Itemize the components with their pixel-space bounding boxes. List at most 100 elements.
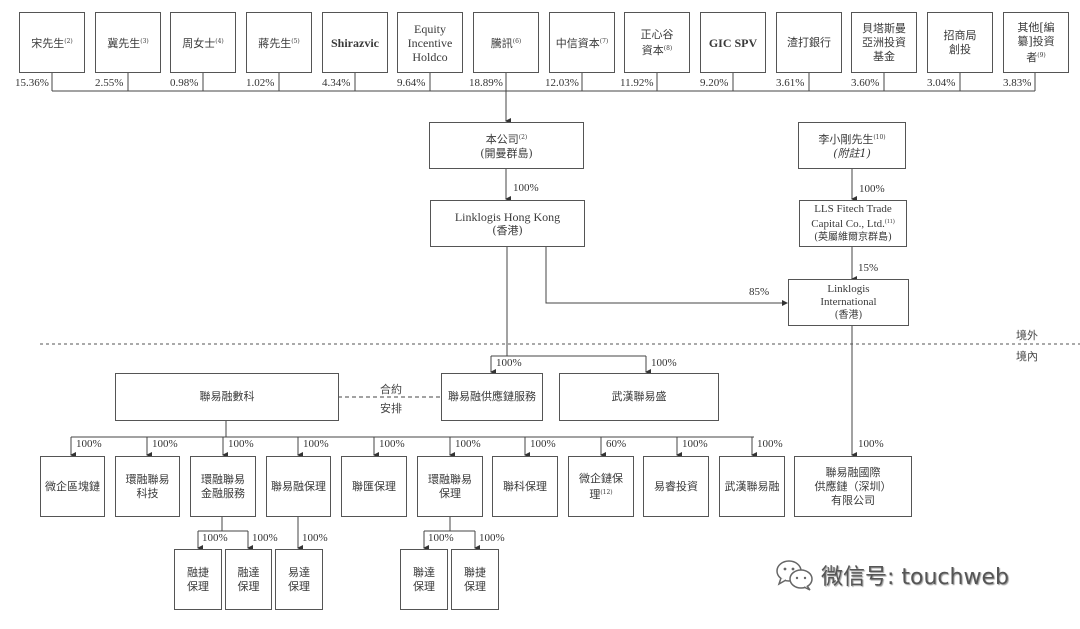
footnote-ref: (8) <box>663 44 673 52</box>
linklogis-intl-box: Linklogis International (香港) <box>788 279 909 326</box>
note-ref: (附註1) <box>833 146 871 160</box>
sub-weiqi-blockchain: 微企區塊鏈 <box>40 456 105 517</box>
sub-lianhui-factoring: 聯匯保理 <box>341 456 407 517</box>
pct-sub: 100% <box>757 438 783 450</box>
shareholder-gic: GIC SPV <box>700 12 766 73</box>
entity-name: 聯捷保理 <box>464 565 486 593</box>
watermark-text: 微信号: touchweb <box>821 565 1009 590</box>
footnote-ref: (11) <box>884 219 895 225</box>
pct-loyal-valley: 11.92% <box>620 77 654 89</box>
entity-name: 武漢聯易融 <box>724 479 780 493</box>
entity-name: 易睿投資 <box>654 479 698 493</box>
footnote-ref: (4) <box>215 37 224 45</box>
shareholder-tencent: 騰訊(6) <box>473 12 539 73</box>
pct-leaf: 100% <box>252 532 278 544</box>
pct-leaf: 100% <box>428 532 454 544</box>
sub-yirui-investment: 易睿投資 <box>643 456 709 517</box>
leaf-lianjie-factoring: 聯捷保理 <box>451 549 499 610</box>
shareholder-name: 其他[編纂]投資者 <box>1017 20 1055 64</box>
shareholder-standard-chartered: 渣打銀行 <box>776 12 842 73</box>
entity-name-cont: 供應鏈（深圳） <box>814 479 892 493</box>
shareholder-equity-incentive: Equity Incentive Holdco <box>397 12 463 73</box>
onshore-label: 境內 <box>1016 350 1038 363</box>
company-box: 本公司(2) (開曼群島) <box>429 122 584 169</box>
leaf-yida-factoring: 易達保理 <box>275 549 323 610</box>
entity-name: 聯科保理 <box>503 479 547 493</box>
entity-name: 微企鏈保理 <box>579 471 623 501</box>
pct-sub: 100% <box>455 438 481 450</box>
shareholder-name: 貝塔斯曼亞洲投資基金 <box>862 21 906 63</box>
pct-scm: 100% <box>496 357 522 369</box>
wechat-icon <box>776 560 813 591</box>
shareholder-loyal-valley: 正心谷資本(8) <box>624 12 690 73</box>
shareholder-bertelsmann: 貝塔斯曼亞洲投資基金 <box>851 12 917 73</box>
entity-name: 聯易融保理 <box>271 479 326 493</box>
pct-sub: 100% <box>228 438 254 450</box>
pct-sub: 100% <box>303 438 329 450</box>
linklogis-hk-box: Linklogis Hong Kong (香港) <box>430 200 585 247</box>
entity-name: 融達保理 <box>237 565 260 593</box>
shareholder-song: 宋先生(2) <box>19 12 85 73</box>
pct-shirazvic: 4.34% <box>322 77 351 89</box>
footnote-ref: (12) <box>600 488 613 496</box>
entity-jurisdiction: (香港) <box>492 223 523 237</box>
pct-sub: 60% <box>606 438 627 450</box>
pct-ji: 2.55% <box>95 77 124 89</box>
footnote-ref: (9) <box>1037 51 1046 59</box>
shareholder-name: Shirazvic <box>331 35 379 50</box>
footnote-ref: (2) <box>64 37 73 45</box>
entity-name: 環融聯易保理 <box>428 472 472 500</box>
company-jurisdiction: (開曼群島) <box>480 146 533 160</box>
entity-name: 微企區塊鏈 <box>45 479 100 493</box>
shareholder-name: 騰訊 <box>490 36 513 50</box>
person-name: 李小剛先生 <box>818 132 874 146</box>
pct-sub: 100% <box>152 438 178 450</box>
pct-others: 3.83% <box>1003 77 1032 89</box>
shareholder-name: GIC SPV <box>708 35 758 50</box>
shareholder-others: 其他[編纂]投資者(9) <box>1003 12 1069 73</box>
pct-citic: 12.03% <box>545 77 579 89</box>
pct-sub: 100% <box>530 438 556 450</box>
entity-name: LLS Fitech Trade <box>814 203 892 215</box>
sub-linklogis-factoring: 聯易融保理 <box>266 456 331 517</box>
entity-name-cont: Capital Co., Ltd. <box>811 218 885 230</box>
entity-name: 環融聯易科技 <box>125 472 170 500</box>
shareholder-citic: 中信資本(7) <box>549 12 615 73</box>
entity-name: 聯易融國際 <box>825 465 881 479</box>
pct-tencent: 18.89% <box>469 77 503 89</box>
contract-label-1: 合約 <box>380 383 402 396</box>
pct-li-to-lls: 100% <box>859 183 885 195</box>
entity-name: 武漢聯易盛 <box>611 390 667 403</box>
pct-whlys: 100% <box>651 357 677 369</box>
pct-leaf: 100% <box>479 532 505 544</box>
sub-lianke-factoring: 聯科保理 <box>492 456 558 517</box>
entity-name-cont: 有限公司 <box>831 493 875 507</box>
shareholder-ji: 冀先生(3) <box>95 12 161 73</box>
entity-name: Linklogis Hong Kong <box>454 209 561 224</box>
sub-huanrong-factoring: 環融聯易保理 <box>417 456 483 517</box>
pct-cmc: 3.04% <box>927 77 956 89</box>
entity-name: 聯匯保理 <box>352 479 396 493</box>
leaf-rongda-factoring: 融達保理 <box>225 549 272 610</box>
shuke-box: 聯易融數科 <box>115 373 339 421</box>
footnote-ref: (5) <box>291 37 300 45</box>
shareholder-name: 正心谷資本 <box>640 27 674 57</box>
pct-jiang: 1.02% <box>246 77 275 89</box>
shareholder-name: 渣打銀行 <box>787 35 831 49</box>
pct-sub: 100% <box>379 438 405 450</box>
pct-song: 15.36% <box>15 77 49 89</box>
offshore-label: 境外 <box>1016 329 1038 342</box>
entity-name: 融捷保理 <box>187 565 209 593</box>
pct-intl-sz: 100% <box>858 438 884 450</box>
pct-bertelsmann: 3.60% <box>851 77 880 89</box>
sub-intl-shenzhen: 聯易融國際 供應鏈（深圳） 有限公司 <box>794 456 912 517</box>
shareholder-shirazvic: Shirazvic <box>322 12 388 73</box>
shareholder-name: 周女士 <box>182 36 216 50</box>
shareholder-name: 宋先生 <box>31 36 65 50</box>
shareholder-jiang: 蔣先生(5) <box>246 12 312 73</box>
entity-name-cont: International <box>820 296 877 308</box>
footnote-ref: (3) <box>140 37 149 45</box>
entity-jurisdiction: (英屬維爾京群島) <box>814 232 892 243</box>
entity-name: 聯達保理 <box>413 565 435 593</box>
